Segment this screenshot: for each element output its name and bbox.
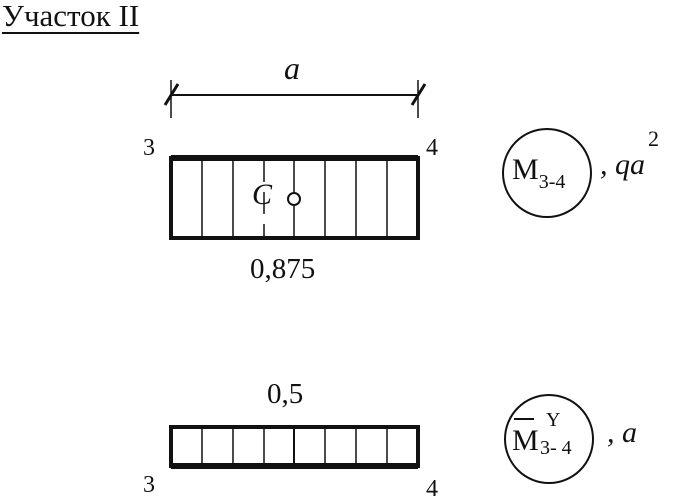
node-4-label: 4 [426,135,438,161]
node-3-label: 3 [143,135,155,161]
moment-value: 0,875 [250,253,316,285]
section-title: Участок II [2,0,140,33]
unit-diagram-name-main: M [512,424,539,457]
unit-diagram-name-sub: 3- 4 [540,437,572,459]
units-power: 2 [648,126,659,151]
unit-diagram-name: M Y 3- 4 [512,404,602,474]
unit-diagram-name-sup: Y [546,409,561,431]
length-label: a [284,50,300,86]
unit-moment-value: 0,5 [267,378,304,410]
units-label: , qa [600,148,645,181]
dimension-line [163,80,427,118]
diagram-name-sub: 3-4 [538,171,566,193]
unit-diagram-name-circle [504,394,594,484]
node-3-label-bottom: 3 [143,472,155,498]
centroid-label: C [252,178,273,211]
unit-diagram-units: , a [607,416,637,449]
node-4-label-bottom: 4 [426,476,438,502]
diagram-name-main: M [512,153,539,186]
centroid-marker [287,192,301,206]
diagram-name-m34: M3-4 [512,153,565,193]
overbar [514,418,534,420]
unit-diagram-m34y [169,425,420,469]
moment-diagram-m34 [169,155,420,240]
diagram-name-circle [502,128,592,218]
